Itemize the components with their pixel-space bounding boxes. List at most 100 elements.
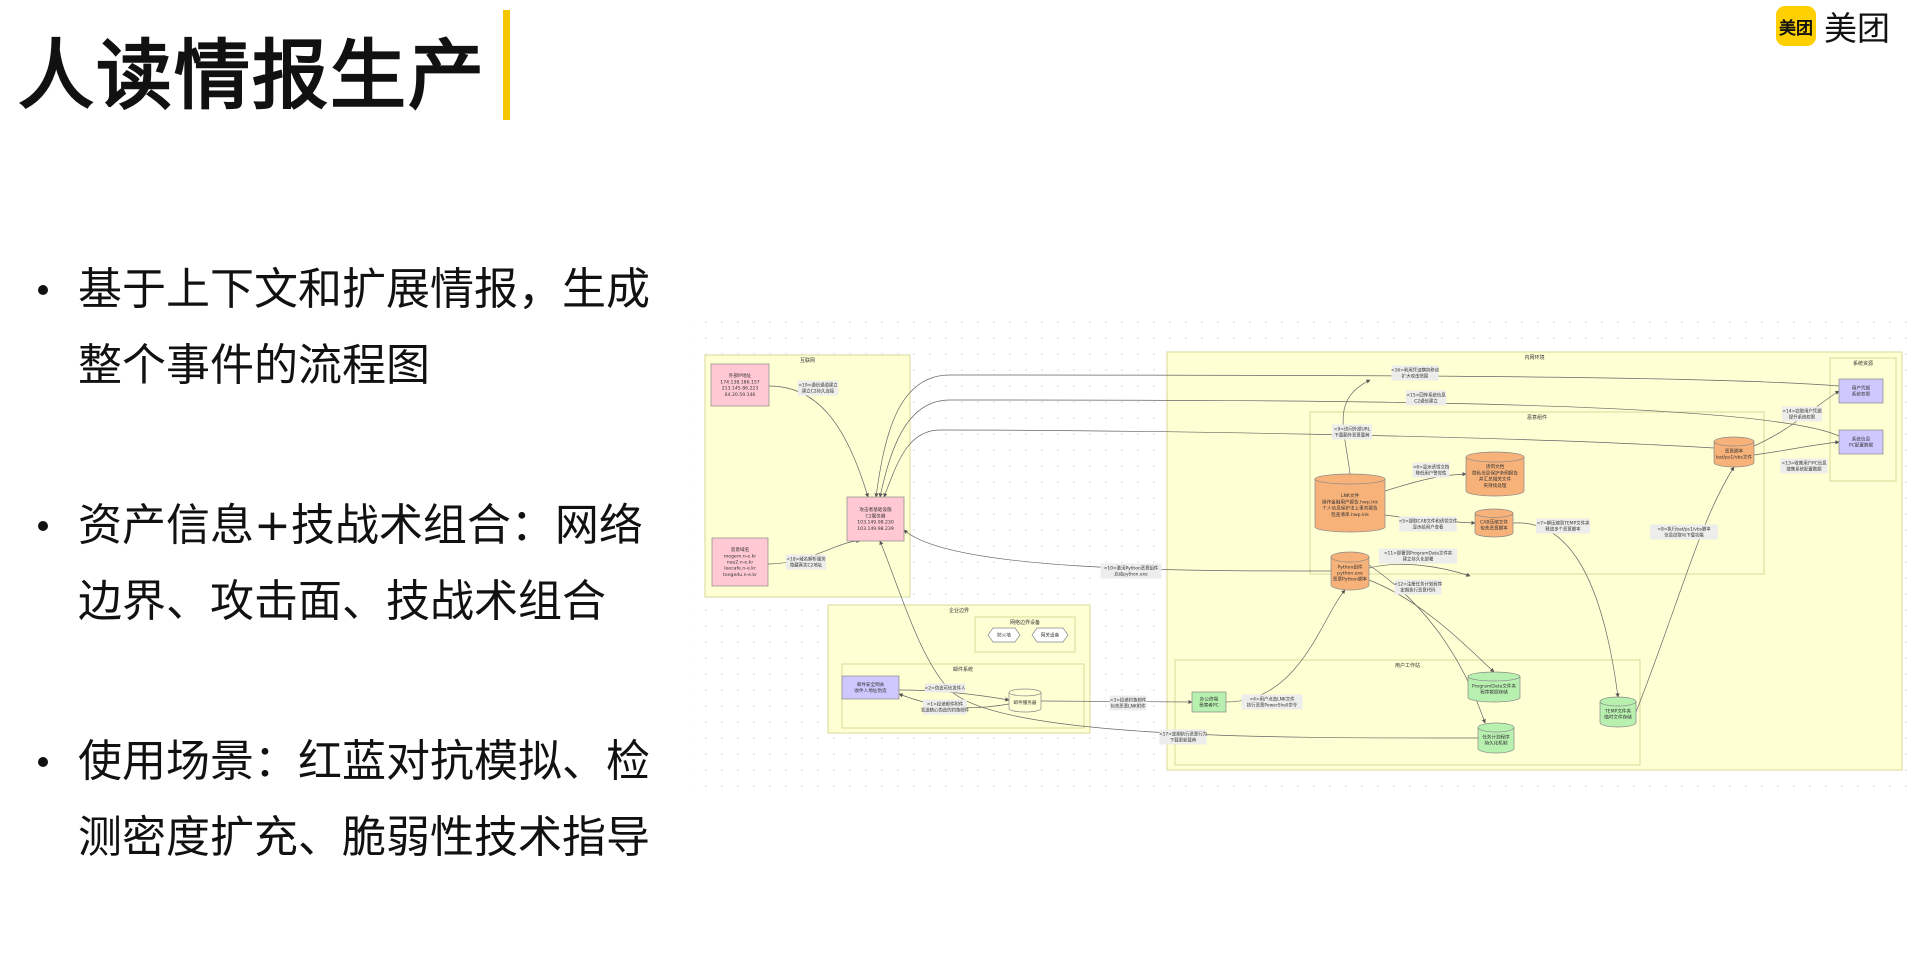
- svg-text:建立持久化部署: 建立持久化部署: [1403, 555, 1434, 562]
- title-accent-bar: [503, 10, 510, 120]
- svg-text:<16>利用凭证横向移动: <16>利用凭证横向移动: [1391, 366, 1440, 373]
- svg-text:信息窃取与下载功能: 信息窃取与下载功能: [1664, 531, 1704, 538]
- node-ext-ip: 外部IP地址174.138.186.157213.145.86.22364.20…: [710, 363, 770, 407]
- svg-text:邮件系统: 邮件系统: [953, 666, 973, 673]
- svg-text:发送精心伪造的钓鱼邮件: 发送精心伪造的钓鱼邮件: [921, 706, 970, 713]
- svg-text:用户工作站: 用户工作站: [1395, 662, 1420, 669]
- edge-e2: [898, 689, 1010, 702]
- edge-e9: [883, 429, 1715, 498]
- edge-e6: [1384, 472, 1467, 492]
- node-label: 103.149.98.230: [857, 520, 894, 526]
- node-label: 受害者PC: [1199, 702, 1219, 709]
- zone-sysres: 系统资源: [1829, 357, 1897, 482]
- node-label: bat/ps1/vbs文件: [1716, 454, 1752, 461]
- svg-text:<10>激活Python恶意组件: <10>激活Python恶意组件: [1104, 564, 1159, 571]
- svg-text:<4>用户点击LNK文件: <4>用户点击LNK文件: [1249, 695, 1295, 702]
- node-label: PC配置数据: [1849, 442, 1874, 449]
- svg-text:<8>执行bat/ps1/vbs脚本: <8>执行bat/ps1/vbs脚本: [1657, 525, 1711, 532]
- node-label: python.exe: [1337, 571, 1363, 577]
- svg-text:下载额外恶意载荷: 下载额外恶意载荷: [1334, 431, 1370, 438]
- svg-text:下载更新载荷: 下载更新载荷: [1170, 736, 1197, 743]
- svg-text:<15>回传系统信息: <15>回传系统信息: [1406, 391, 1446, 398]
- edge-e17: [879, 540, 1479, 739]
- svg-text:执行恶意PowerShell命令: 执行恶意PowerShell命令: [1247, 701, 1298, 708]
- node-lnk: LNK文件操作金融用户报告.hwp.lnk个人信息保护法上事务报告检查清单.hw…: [1314, 473, 1386, 533]
- svg-text:启动python.exe: 启动python.exe: [1114, 570, 1148, 577]
- node-label: 恶意脚本: [1725, 447, 1744, 454]
- svg-text:扩大攻击范围: 扩大攻击范围: [1402, 372, 1429, 379]
- svg-text:<18>域名解析服务: <18>域名解析服务: [786, 555, 826, 562]
- node-label: leecafe.n-e.kr: [724, 566, 756, 572]
- node-label: 临时文件存储: [1604, 714, 1632, 721]
- node-label: 并汇总相关文件: [1479, 476, 1512, 483]
- svg-text:搜集系统配置数据: 搜集系统配置数据: [1786, 465, 1822, 472]
- svg-text:隐藏真实C2地址: 隐藏真实C2地址: [790, 561, 823, 568]
- svg-text:<17>定期执行恶意行为: <17>定期执行恶意行为: [1159, 730, 1207, 737]
- svg-text:降低用户警觉性: 降低用户警觉性: [1416, 469, 1447, 476]
- node-label: 外部IP地址: [729, 372, 752, 379]
- edge-label: <2>伪造可信发件人: [925, 683, 966, 693]
- node-mail-server: 邮件服务器: [1008, 688, 1042, 713]
- node-label: 64.20.59.146: [725, 392, 756, 398]
- node-label: 网关设备: [1041, 632, 1060, 639]
- svg-text:<2>伪造可信发件人: <2>伪造可信发件人: [925, 684, 966, 691]
- node-label: 个人信息保护法上事务报告: [1322, 505, 1378, 512]
- svg-text:提升系统权限: 提升系统权限: [1789, 413, 1816, 420]
- edge-e-dom: [767, 538, 861, 565]
- svg-text:网络边界设备: 网络边界设备: [1010, 619, 1040, 626]
- edge-e11: [1368, 563, 1471, 577]
- svg-text:<3>投递钓鱼邮件: <3>投递钓鱼邮件: [1110, 696, 1147, 703]
- node-detector: 网关设备: [1031, 627, 1069, 643]
- svg-text:<11>部署到ProgramData文件夹: <11>部署到ProgramData文件夹: [1384, 549, 1453, 556]
- node-firewall: 防火墙: [987, 627, 1021, 643]
- node-label: 恶意域名: [731, 546, 749, 553]
- svg-text:互联网: 互联网: [800, 357, 815, 364]
- svg-text:释放多个恶意脚本: 释放多个恶意脚本: [1545, 525, 1581, 532]
- node-label: CAB压缩文件: [1480, 518, 1508, 525]
- node-mal-domain: 恶意域名mogem.n-e.krnau2.n-e.krleecafe.n-e.k…: [711, 537, 769, 587]
- svg-text:<9>访问外部URL: <9>访问外部URL: [1334, 425, 1371, 432]
- edge-e13: [1753, 440, 1840, 456]
- node-label: ProgramData文件夹: [1472, 682, 1517, 689]
- node-label: 检查清单.hwp.lnk: [1331, 511, 1369, 518]
- svg-text:<7>解压缩到TEMP文件夹: <7>解压缩到TEMP文件夹: [1537, 519, 1590, 526]
- edge-e8: [1635, 466, 1735, 713]
- node-label: 174.138.186.157: [720, 379, 760, 385]
- svg-text:<1>投递邮件附件: <1>投递邮件附件: [927, 700, 964, 707]
- edge-e-ip: [768, 385, 869, 498]
- node-label: 用户凭据: [1852, 384, 1871, 391]
- node-label: Python组件: [1337, 563, 1363, 570]
- node-label: 恶意Python脚本: [1333, 576, 1368, 583]
- node-label: C2服务器: [866, 512, 886, 519]
- logo-text: 美团: [1824, 9, 1890, 48]
- node-label: 攻击者基础设施: [859, 506, 892, 513]
- node-label: 诱饵文档: [1486, 463, 1505, 470]
- slide-title: 人读情报生产: [18, 31, 486, 120]
- zone-workstation: 用户工作站: [1174, 659, 1641, 766]
- node-label: 邮件服务器: [1014, 699, 1037, 706]
- svg-text:C2通信建立: C2通信建立: [1414, 397, 1438, 404]
- bullet-item: 资产信息+技战术组合：网络边界、攻击面、技战术组合: [36, 488, 666, 640]
- node-label: LNK文件: [1341, 492, 1360, 499]
